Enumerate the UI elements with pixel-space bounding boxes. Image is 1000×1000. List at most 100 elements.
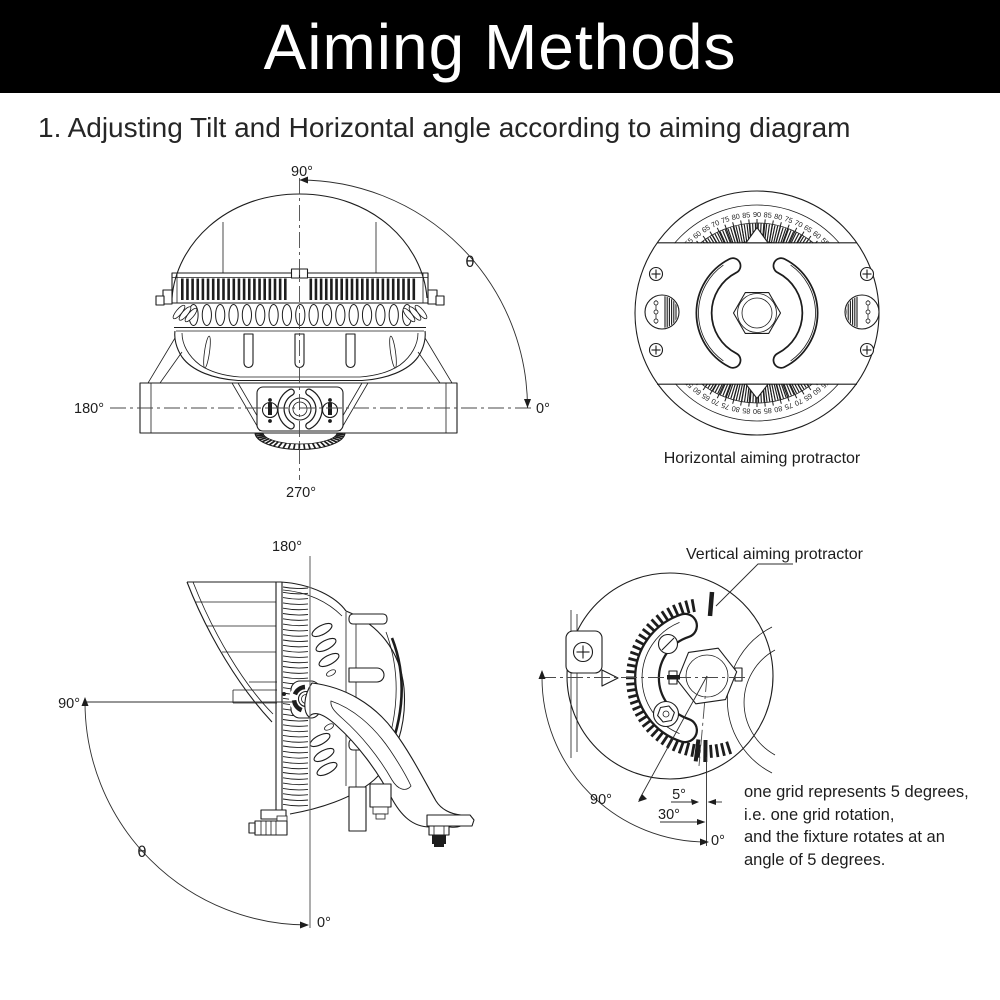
tick [766, 224, 771, 244]
gear-tooth [320, 441, 326, 448]
gear-tooth [307, 443, 311, 450]
fin [201, 278, 205, 300]
fin [206, 278, 210, 300]
side-label-90: 90° [58, 696, 80, 712]
fin [282, 586, 309, 590]
pivot-knob [288, 397, 312, 421]
fin [407, 278, 410, 300]
vent-hole [348, 304, 359, 326]
fin [282, 729, 309, 733]
front-label-180: 180° [74, 401, 104, 417]
gear-tooth [265, 439, 273, 445]
gear-tooth [272, 441, 279, 447]
vertical-protractor-caption: Vertical aiming protractor [686, 546, 864, 563]
gear-tooth [303, 443, 306, 450]
fin [371, 278, 374, 300]
side-view-diagram: 180° 90° 0° θ [58, 539, 475, 931]
tick [678, 602, 686, 616]
protractor-scale-number: 75 [783, 214, 794, 225]
protractor-scale-number: 70 [710, 396, 721, 408]
fin [282, 793, 309, 796]
gear-tooth [277, 442, 283, 448]
tick [740, 220, 746, 244]
tick [770, 225, 776, 245]
fin [258, 278, 261, 300]
fin [282, 798, 309, 802]
fin [237, 278, 241, 300]
note-line-1: one grid represents 5 degrees, [744, 783, 969, 801]
fin [217, 278, 220, 300]
vent-hole [335, 304, 346, 326]
protractor-scale-number: 80 [731, 404, 741, 415]
gear-tooth [257, 435, 266, 439]
fin [282, 734, 309, 738]
gear-tooth [255, 434, 264, 437]
vent-hole [201, 304, 212, 326]
horizontal-protractor: 5050555560606565707075758080858590908585… [633, 190, 881, 467]
tick [732, 226, 739, 246]
gear-tooth [327, 439, 334, 445]
note-line-2: i.e. one grid rotation, [744, 806, 894, 824]
fin [242, 278, 246, 300]
protractor-scale-number: 90 [753, 210, 761, 219]
fin [222, 278, 225, 300]
gear-tooth [329, 438, 338, 444]
fin [282, 639, 309, 643]
protractor-scale-number: 60 [691, 385, 703, 397]
gear-tooth [259, 436, 268, 441]
gear-tooth [268, 440, 276, 446]
protractor-scale-number: 75 [783, 401, 794, 412]
vent-hole [241, 304, 252, 326]
fin [282, 740, 309, 743]
side-knob-left [644, 294, 680, 330]
tick [774, 222, 782, 246]
fin [282, 591, 309, 595]
fin [282, 761, 309, 764]
fin [186, 278, 189, 300]
vent-hole [321, 304, 333, 326]
v-label-90: 90° [590, 792, 612, 808]
fin [282, 613, 309, 616]
fin [282, 618, 309, 621]
fin [282, 660, 309, 664]
tick [768, 382, 774, 406]
fin [282, 623, 309, 627]
v-label-30: 30° [658, 807, 680, 823]
fin [278, 278, 282, 300]
fin [282, 597, 309, 600]
fin [282, 655, 309, 658]
fin [282, 756, 309, 759]
fin [247, 278, 251, 300]
tick [684, 742, 691, 756]
fin [319, 278, 323, 300]
protractor-scale-number: 70 [710, 218, 721, 230]
vent-holes [188, 304, 413, 326]
protractor-scale-number: 80 [731, 212, 741, 223]
front-label-0: 0° [536, 401, 550, 417]
tick [690, 743, 696, 757]
protractor-scale-number: 80 [773, 212, 783, 223]
fin [273, 278, 277, 300]
tick [690, 598, 696, 613]
fin [196, 278, 200, 300]
fin [282, 803, 309, 807]
vent-hole [295, 304, 306, 326]
vertical-arc-90 [541, 677, 707, 843]
tick [709, 744, 713, 758]
fin [282, 750, 309, 754]
gear-tooth [332, 437, 341, 442]
fin [335, 278, 338, 300]
front-label-270: 270° [286, 485, 316, 501]
page-title: Aiming Methods [263, 10, 737, 83]
side-tilt-arc [84, 701, 309, 926]
fin [282, 777, 309, 780]
tick [677, 740, 685, 754]
fin [402, 278, 405, 300]
note-line-3: and the fixture rotates at an [744, 828, 945, 846]
header-bar: Aiming Methods [0, 0, 1000, 93]
fin [282, 671, 309, 674]
protractor-scale-number: 65 [700, 391, 712, 403]
fin [282, 719, 309, 722]
